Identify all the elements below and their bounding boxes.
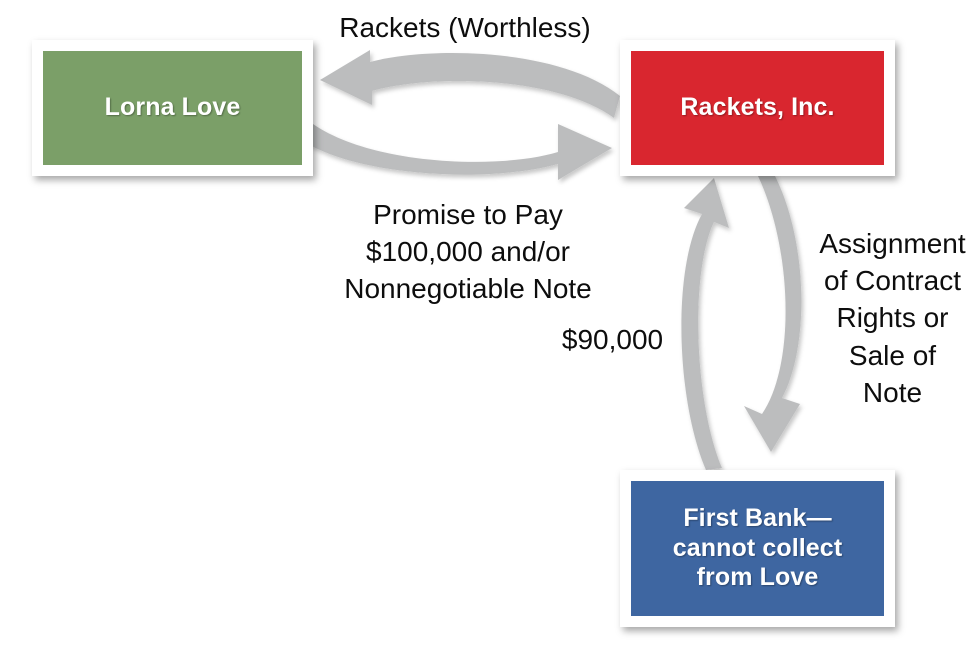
arrow-lorna-to-rackets	[308, 124, 612, 180]
node-lorna-love-fill: Lorna Love	[43, 51, 302, 165]
edge-label-promise-to-pay: Promise to Pay $100,000 and/or Nonnegoti…	[344, 199, 592, 304]
edge-label-assignment-of-contract: Assignment of Contract Rights or Sale of…	[819, 228, 966, 408]
node-first-bank-fill: First Bank— cannot collect from Love	[631, 481, 884, 616]
edge-label-ninety-thousand: $90,000	[561, 324, 664, 355]
edge-label-rackets-worthless: Rackets (Worthless)	[339, 12, 591, 43]
node-first-bank[interactable]: First Bank— cannot collect from Love	[620, 470, 895, 627]
arrow-bank-to-rackets	[681, 178, 729, 470]
arrow-rackets-to-lorna	[320, 50, 620, 118]
node-rackets-inc-label: Rackets, Inc.	[680, 93, 835, 122]
node-lorna-love[interactable]: Lorna Love	[32, 40, 313, 176]
node-rackets-inc[interactable]: Rackets, Inc.	[620, 40, 895, 176]
node-rackets-inc-fill: Rackets, Inc.	[631, 51, 884, 165]
node-lorna-love-label: Lorna Love	[104, 93, 241, 122]
node-first-bank-label: First Bank— cannot collect from Love	[672, 504, 843, 592]
arrow-rackets-to-bank	[744, 174, 802, 452]
